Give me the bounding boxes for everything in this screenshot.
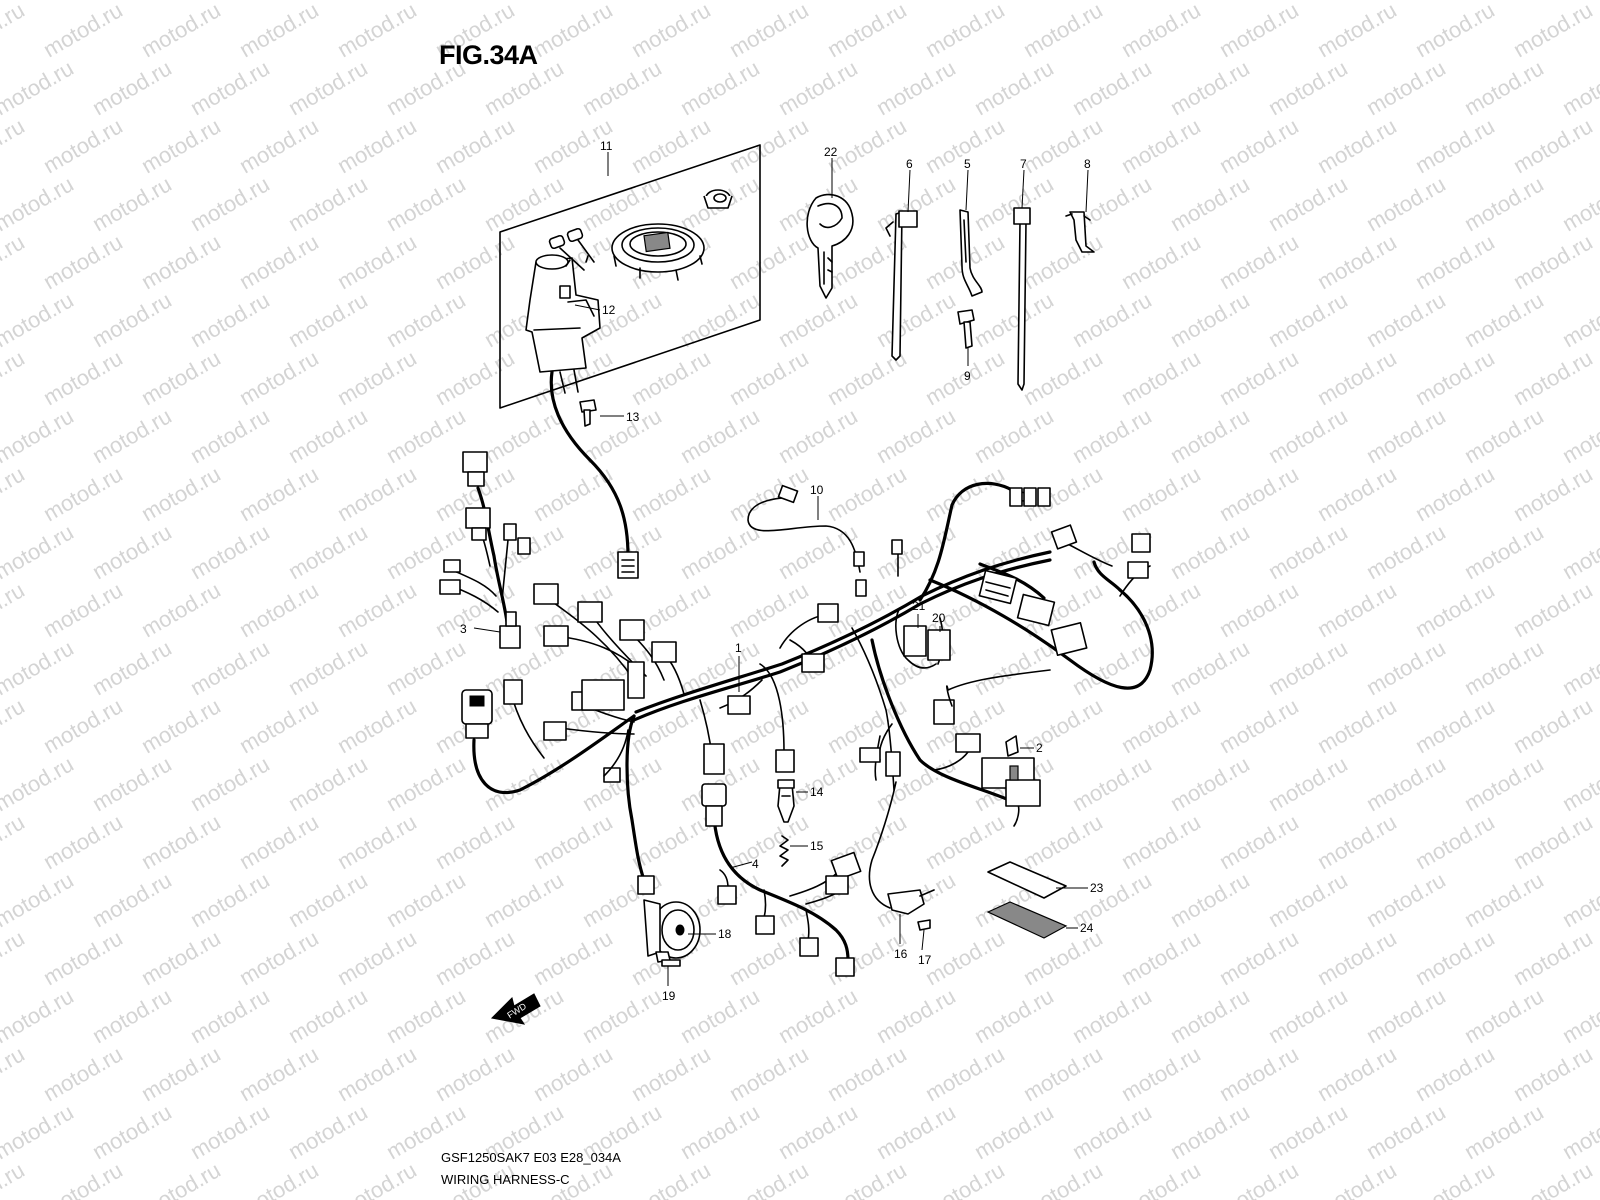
connector-icon (533, 583, 677, 699)
callout-3: 3 (460, 622, 467, 636)
callout-23: 23 (1090, 881, 1104, 895)
sub-harness-4 (701, 783, 862, 977)
seat-lock-icon (703, 189, 733, 209)
callout-8: 8 (1084, 157, 1091, 171)
callout-2: 2 (1036, 741, 1043, 755)
clamp-icon (1005, 735, 1019, 757)
main-harness (461, 481, 1154, 895)
figure-code: GSF1250SAK7 E03 E28_034A (441, 1150, 621, 1165)
callout-12: 12 (602, 303, 616, 317)
connector-icon (439, 451, 531, 649)
connector-icon (978, 562, 1056, 627)
callout-22: 22 (824, 145, 838, 159)
sub-harness-3 (439, 451, 531, 649)
key-icon (806, 193, 854, 299)
sensor-icon (461, 689, 493, 739)
callout-14: 14 (810, 785, 824, 799)
callout-19: 19 (662, 989, 676, 1003)
callout-24: 24 (1080, 921, 1094, 935)
callout-18: 18 (718, 927, 732, 941)
bolt-icon (579, 399, 597, 427)
callout-16: 16 (894, 947, 908, 961)
lock-set-panel (499, 144, 761, 409)
callout-20: 20 (932, 611, 946, 625)
connector-icon (701, 783, 862, 977)
callout-10: 10 (810, 483, 824, 497)
connector-icon (903, 625, 951, 661)
figure-title: FIG.34A (439, 40, 538, 70)
fwd-arrow: FWD (490, 993, 541, 1025)
callout-6: 6 (906, 157, 913, 171)
callout-21: 21 (912, 599, 926, 613)
cable-tie-icon (1013, 207, 1031, 391)
callout-15: 15 (810, 839, 824, 853)
spring-icon (779, 835, 789, 867)
fuel-cap-icon (611, 223, 705, 281)
lock-set-lead (549, 370, 639, 579)
horn-icon (643, 899, 701, 959)
callout-4: 4 (752, 857, 759, 871)
label-sheet-icon (987, 861, 1067, 899)
callout-7: 7 (1020, 157, 1027, 171)
bolt-icon (655, 951, 681, 967)
figure-name: WIRING HARNESS-C (441, 1172, 570, 1187)
cable-tie-icon (885, 210, 918, 361)
ignition-switch-icon (525, 254, 601, 394)
callout-17: 17 (918, 953, 932, 967)
key-icon (548, 227, 595, 271)
sensor-icon (777, 779, 795, 823)
switch-icon (868, 781, 935, 931)
bolt-icon (957, 309, 975, 349)
connector-icon (981, 757, 1041, 807)
clamp-icon (959, 209, 983, 297)
callout-9: 9 (964, 369, 971, 383)
callout-labels: 1 2 3 4 5 6 7 8 9 10 11 12 13 14 15 16 1… (460, 139, 1104, 1003)
connector-icon (1009, 487, 1151, 657)
clamp-icon (1065, 211, 1095, 253)
callout-11: 11 (600, 139, 613, 153)
leader-lines (473, 152, 1089, 986)
callout-1: 1 (735, 641, 742, 655)
label-sheet-icon (986, 901, 1068, 939)
callout-5: 5 (964, 157, 971, 171)
callout-13: 13 (626, 410, 640, 424)
